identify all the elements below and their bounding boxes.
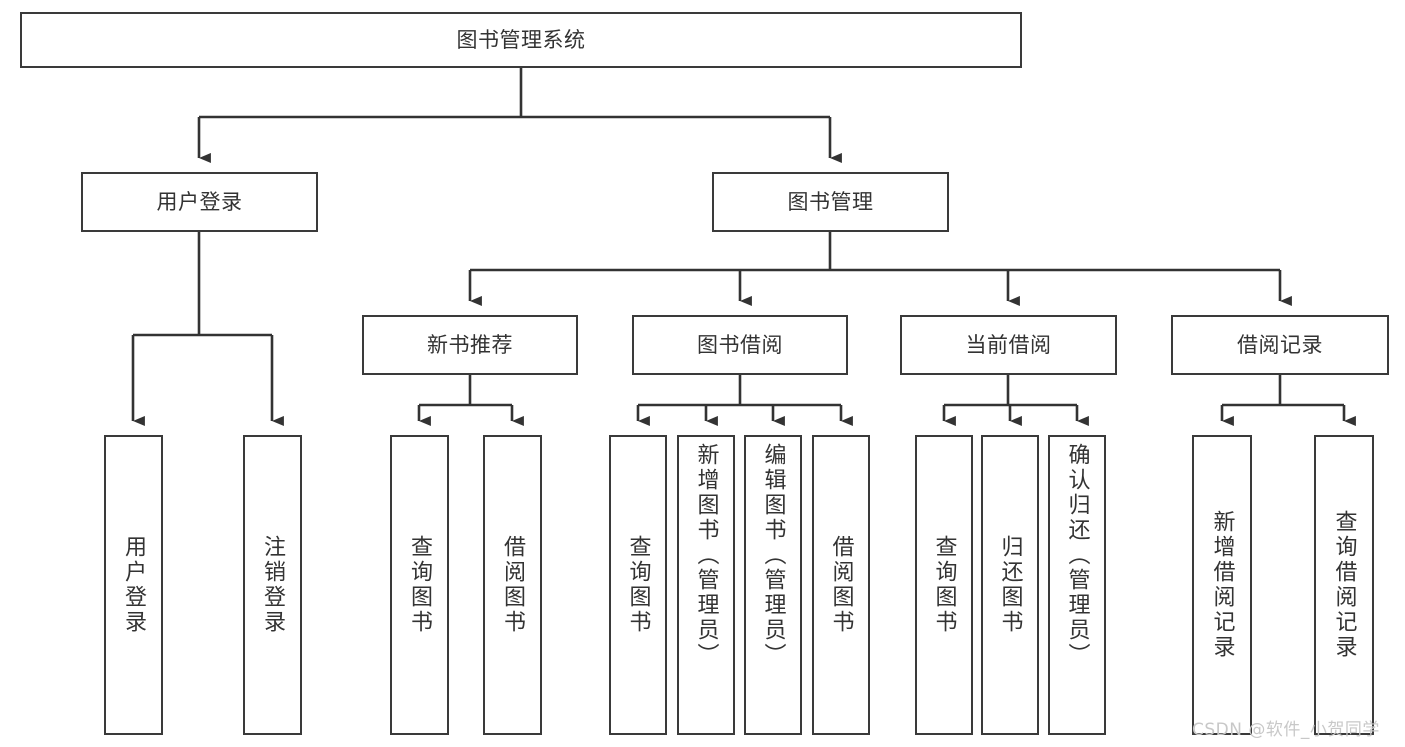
leaf-borrow-book[interactable]: 借阅图书: [812, 435, 870, 735]
node-root-system[interactable]: 图书管理系统: [20, 12, 1022, 68]
node-label: 图书管理: [787, 189, 874, 214]
node-label: 借阅图书: [500, 535, 526, 635]
leaf-logout-login[interactable]: 注销登录: [243, 435, 302, 735]
node-label: 查询图书: [407, 535, 433, 635]
node-user-login[interactable]: 用户登录: [81, 172, 318, 232]
leaf-edit-book-admin[interactable]: 编辑图书（管理员）: [744, 435, 802, 735]
node-label: 借阅记录: [1237, 332, 1323, 357]
node-book-management[interactable]: 图书管理: [712, 172, 949, 232]
leaf-query-borrow-record[interactable]: 查询借阅记录: [1314, 435, 1374, 735]
node-label: 查询图书: [625, 535, 651, 635]
node-new-book-recommend[interactable]: 新书推荐: [362, 315, 578, 375]
node-label: 用户登录: [121, 535, 147, 635]
leaf-return-book[interactable]: 归还图书: [981, 435, 1039, 735]
csdn-watermark: CSDN @软件_小贺同学: [1192, 720, 1380, 740]
leaf-add-borrow-record[interactable]: 新增借阅记录: [1192, 435, 1252, 735]
node-label: 当前借阅: [965, 332, 1052, 357]
node-label: 借阅图书: [828, 535, 854, 635]
node-label: 图书管理系统: [456, 27, 586, 52]
leaf-add-book-admin[interactable]: 新增图书（管理员）: [677, 435, 735, 735]
leaf-borrow-book-recommend[interactable]: 借阅图书: [483, 435, 542, 735]
node-book-borrow[interactable]: 图书借阅: [632, 315, 848, 375]
node-label: 查询图书: [931, 535, 957, 635]
node-label: 用户登录: [156, 189, 243, 214]
node-current-borrow[interactable]: 当前借阅: [900, 315, 1117, 375]
leaf-confirm-return-admin[interactable]: 确认归还（管理员）: [1048, 435, 1106, 735]
node-label: 编辑图书（管理员）: [760, 443, 786, 668]
node-label: 新书推荐: [427, 332, 513, 357]
node-label: 确认归还（管理员）: [1064, 443, 1090, 668]
node-borrow-record[interactable]: 借阅记录: [1171, 315, 1389, 375]
node-label: 新增借阅记录: [1209, 510, 1235, 660]
leaf-query-book-recommend[interactable]: 查询图书: [390, 435, 449, 735]
leaf-query-book-borrow[interactable]: 查询图书: [609, 435, 667, 735]
node-label: 注销登录: [260, 535, 286, 635]
node-label: 查询借阅记录: [1331, 510, 1357, 660]
node-label: 新增图书（管理员）: [693, 443, 719, 668]
node-label: 图书借阅: [697, 332, 783, 357]
leaf-user-login[interactable]: 用户登录: [104, 435, 163, 735]
node-label: 归还图书: [997, 535, 1023, 635]
leaf-query-book-current[interactable]: 查询图书: [915, 435, 973, 735]
